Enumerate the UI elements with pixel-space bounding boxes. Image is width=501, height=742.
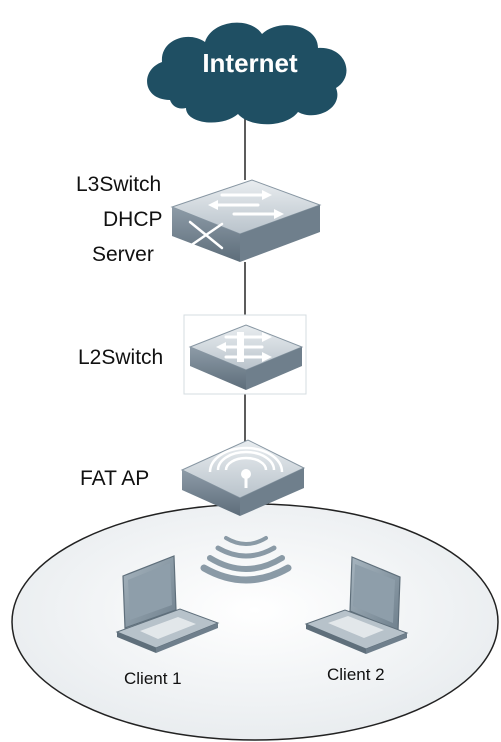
l2switch-label: L2Switch: [78, 346, 164, 369]
client-2-label: Client 2: [327, 665, 385, 684]
laptop-icon: [115, 555, 220, 653]
laptop-icon: [304, 556, 409, 654]
l2-switch-icon: [183, 314, 307, 395]
l3switch-label-line3: Server: [92, 243, 154, 266]
wireless-coverage-area: [11, 503, 499, 741]
l3-switch-icon: [170, 179, 322, 262]
l3switch-label-line1: L3Switch: [76, 173, 162, 196]
l3switch-label-line2: DHCP: [103, 208, 163, 231]
access-point-icon: [180, 439, 306, 516]
fat-ap-label: FAT AP: [80, 467, 150, 490]
internet-label: Internet: [202, 48, 298, 78]
client-1-label: Client 1: [124, 669, 182, 688]
cloud-icon: [147, 22, 347, 125]
wifi-signal-icon: [200, 536, 292, 584]
